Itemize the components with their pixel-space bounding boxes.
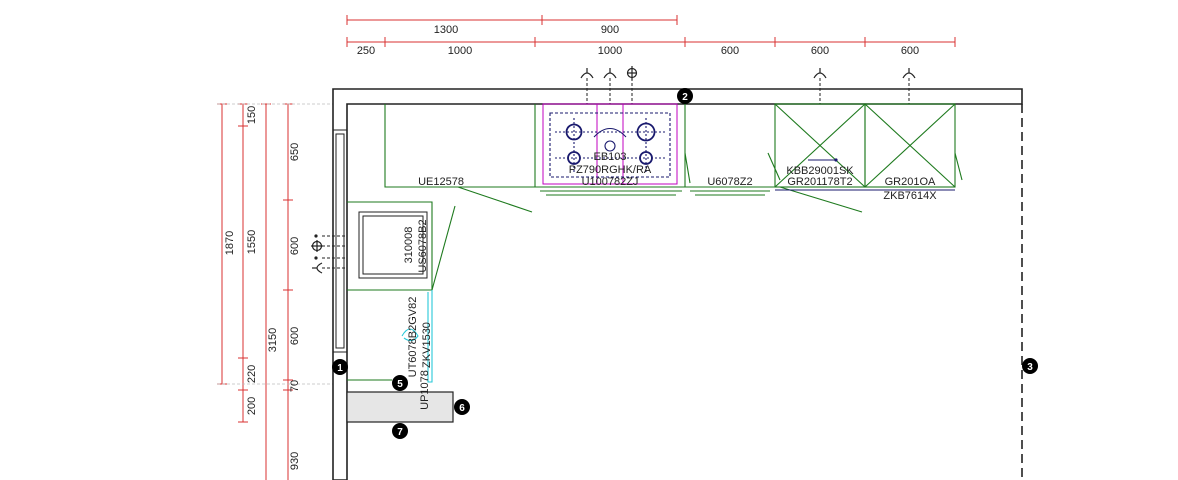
cabinet-label-up1078: UP1078: [419, 370, 431, 410]
dim-top-600-b: 600: [811, 45, 829, 57]
dim-top-900: 900: [601, 24, 619, 36]
cabinet-label-gr201oa: GR201OA: [885, 176, 936, 188]
dim-top-1000-b: 1000: [598, 45, 622, 57]
window-left: [332, 129, 348, 353]
appliance-label-kbb: KBB29001SK: [786, 165, 854, 177]
cabinet-label-u1007: U100782ZJ: [582, 176, 639, 188]
socket-icon: [626, 66, 638, 80]
marker-2[interactable]: 2: [677, 88, 693, 104]
service-symbols-top: [586, 78, 910, 104]
dim-left-200: 200: [246, 397, 258, 415]
dim-top-600-c: 600: [901, 45, 919, 57]
marker-5[interactable]: 5: [392, 375, 408, 391]
sink-outline-cyan: [401, 290, 433, 383]
cabinet-label-gr201178t2: GR201178T2: [787, 176, 852, 188]
hob-outline: [542, 103, 678, 185]
water-tap-icon: [580, 68, 594, 79]
marker-3-label: 3: [1027, 362, 1033, 373]
dim-left-150: 150: [246, 106, 258, 124]
service-symbols-left: [322, 235, 347, 269]
cabinet-label-ut6078: UT6078B2GV82: [407, 297, 419, 378]
peninsula-worktop: [346, 391, 454, 423]
appliance-oven-outline: [358, 211, 428, 279]
socket-icon: [311, 240, 323, 252]
water-tap-icon: [603, 68, 617, 79]
marker-1[interactable]: 1: [332, 359, 348, 375]
cabinet-label-u6078z2: U6078Z2: [707, 176, 752, 188]
dim-left-3150: 3150: [267, 328, 279, 352]
appliance-label-310008: 310008: [403, 227, 415, 264]
dim-left-1550: 1550: [246, 230, 258, 254]
marker-1-label: 1: [337, 363, 343, 374]
dimension-chain-top-1: [346, 15, 678, 25]
connection-dot: [314, 234, 318, 238]
marker-7-label: 7: [397, 427, 403, 438]
dim-left-600-a: 600: [289, 237, 301, 255]
dimension-chain-left-total: [261, 103, 271, 480]
marker-2-label: 2: [682, 92, 688, 103]
cabinet-label-zkb: ZKB7614X: [883, 190, 937, 202]
dimension-extension-lines: [217, 103, 333, 385]
dim-left-70: 70: [289, 380, 301, 392]
appliance-label-eb103: EB103: [593, 151, 626, 163]
water-tap-icon: [902, 68, 916, 79]
dim-left-220: 220: [246, 365, 258, 383]
connection-dot: [314, 256, 318, 260]
cabinet-outlines-left: [347, 201, 456, 381]
dim-left-930: 930: [289, 452, 301, 470]
dim-left-650: 650: [289, 143, 301, 161]
dim-top-1300: 1300: [434, 24, 458, 36]
cabinet-outlines-top: [384, 103, 963, 213]
appliance-plinth-lines: [775, 159, 955, 191]
marker-7[interactable]: 7: [392, 423, 408, 439]
marker-3[interactable]: 3: [1022, 358, 1038, 374]
room-walls: [332, 88, 1023, 480]
dim-top-250: 250: [357, 45, 375, 57]
marker-6-label: 6: [459, 403, 465, 414]
water-tap-icon: [312, 262, 323, 274]
dim-left-600-b: 600: [289, 327, 301, 345]
appliance-label-hob: PZ790RGHK/RA: [569, 164, 652, 176]
water-tap-icon: [813, 68, 827, 79]
hob-burners: [549, 112, 671, 178]
cabinet-label-ue12578: UE12578: [418, 176, 464, 188]
marker-6[interactable]: 6: [454, 399, 470, 415]
cooker-hood-point: [834, 158, 838, 162]
dim-top-1000-a: 1000: [448, 45, 472, 57]
cabinet-label-us6078b2: US6078B2: [417, 219, 429, 272]
marker-5-label: 5: [397, 379, 403, 390]
dimension-chain-left-2: [238, 103, 248, 423]
dim-left-1870: 1870: [224, 231, 236, 255]
dim-top-600-a: 600: [721, 45, 739, 57]
appliance-label-zkv: ZKV1530: [421, 322, 433, 368]
dimension-chain-top-2: [346, 37, 956, 47]
